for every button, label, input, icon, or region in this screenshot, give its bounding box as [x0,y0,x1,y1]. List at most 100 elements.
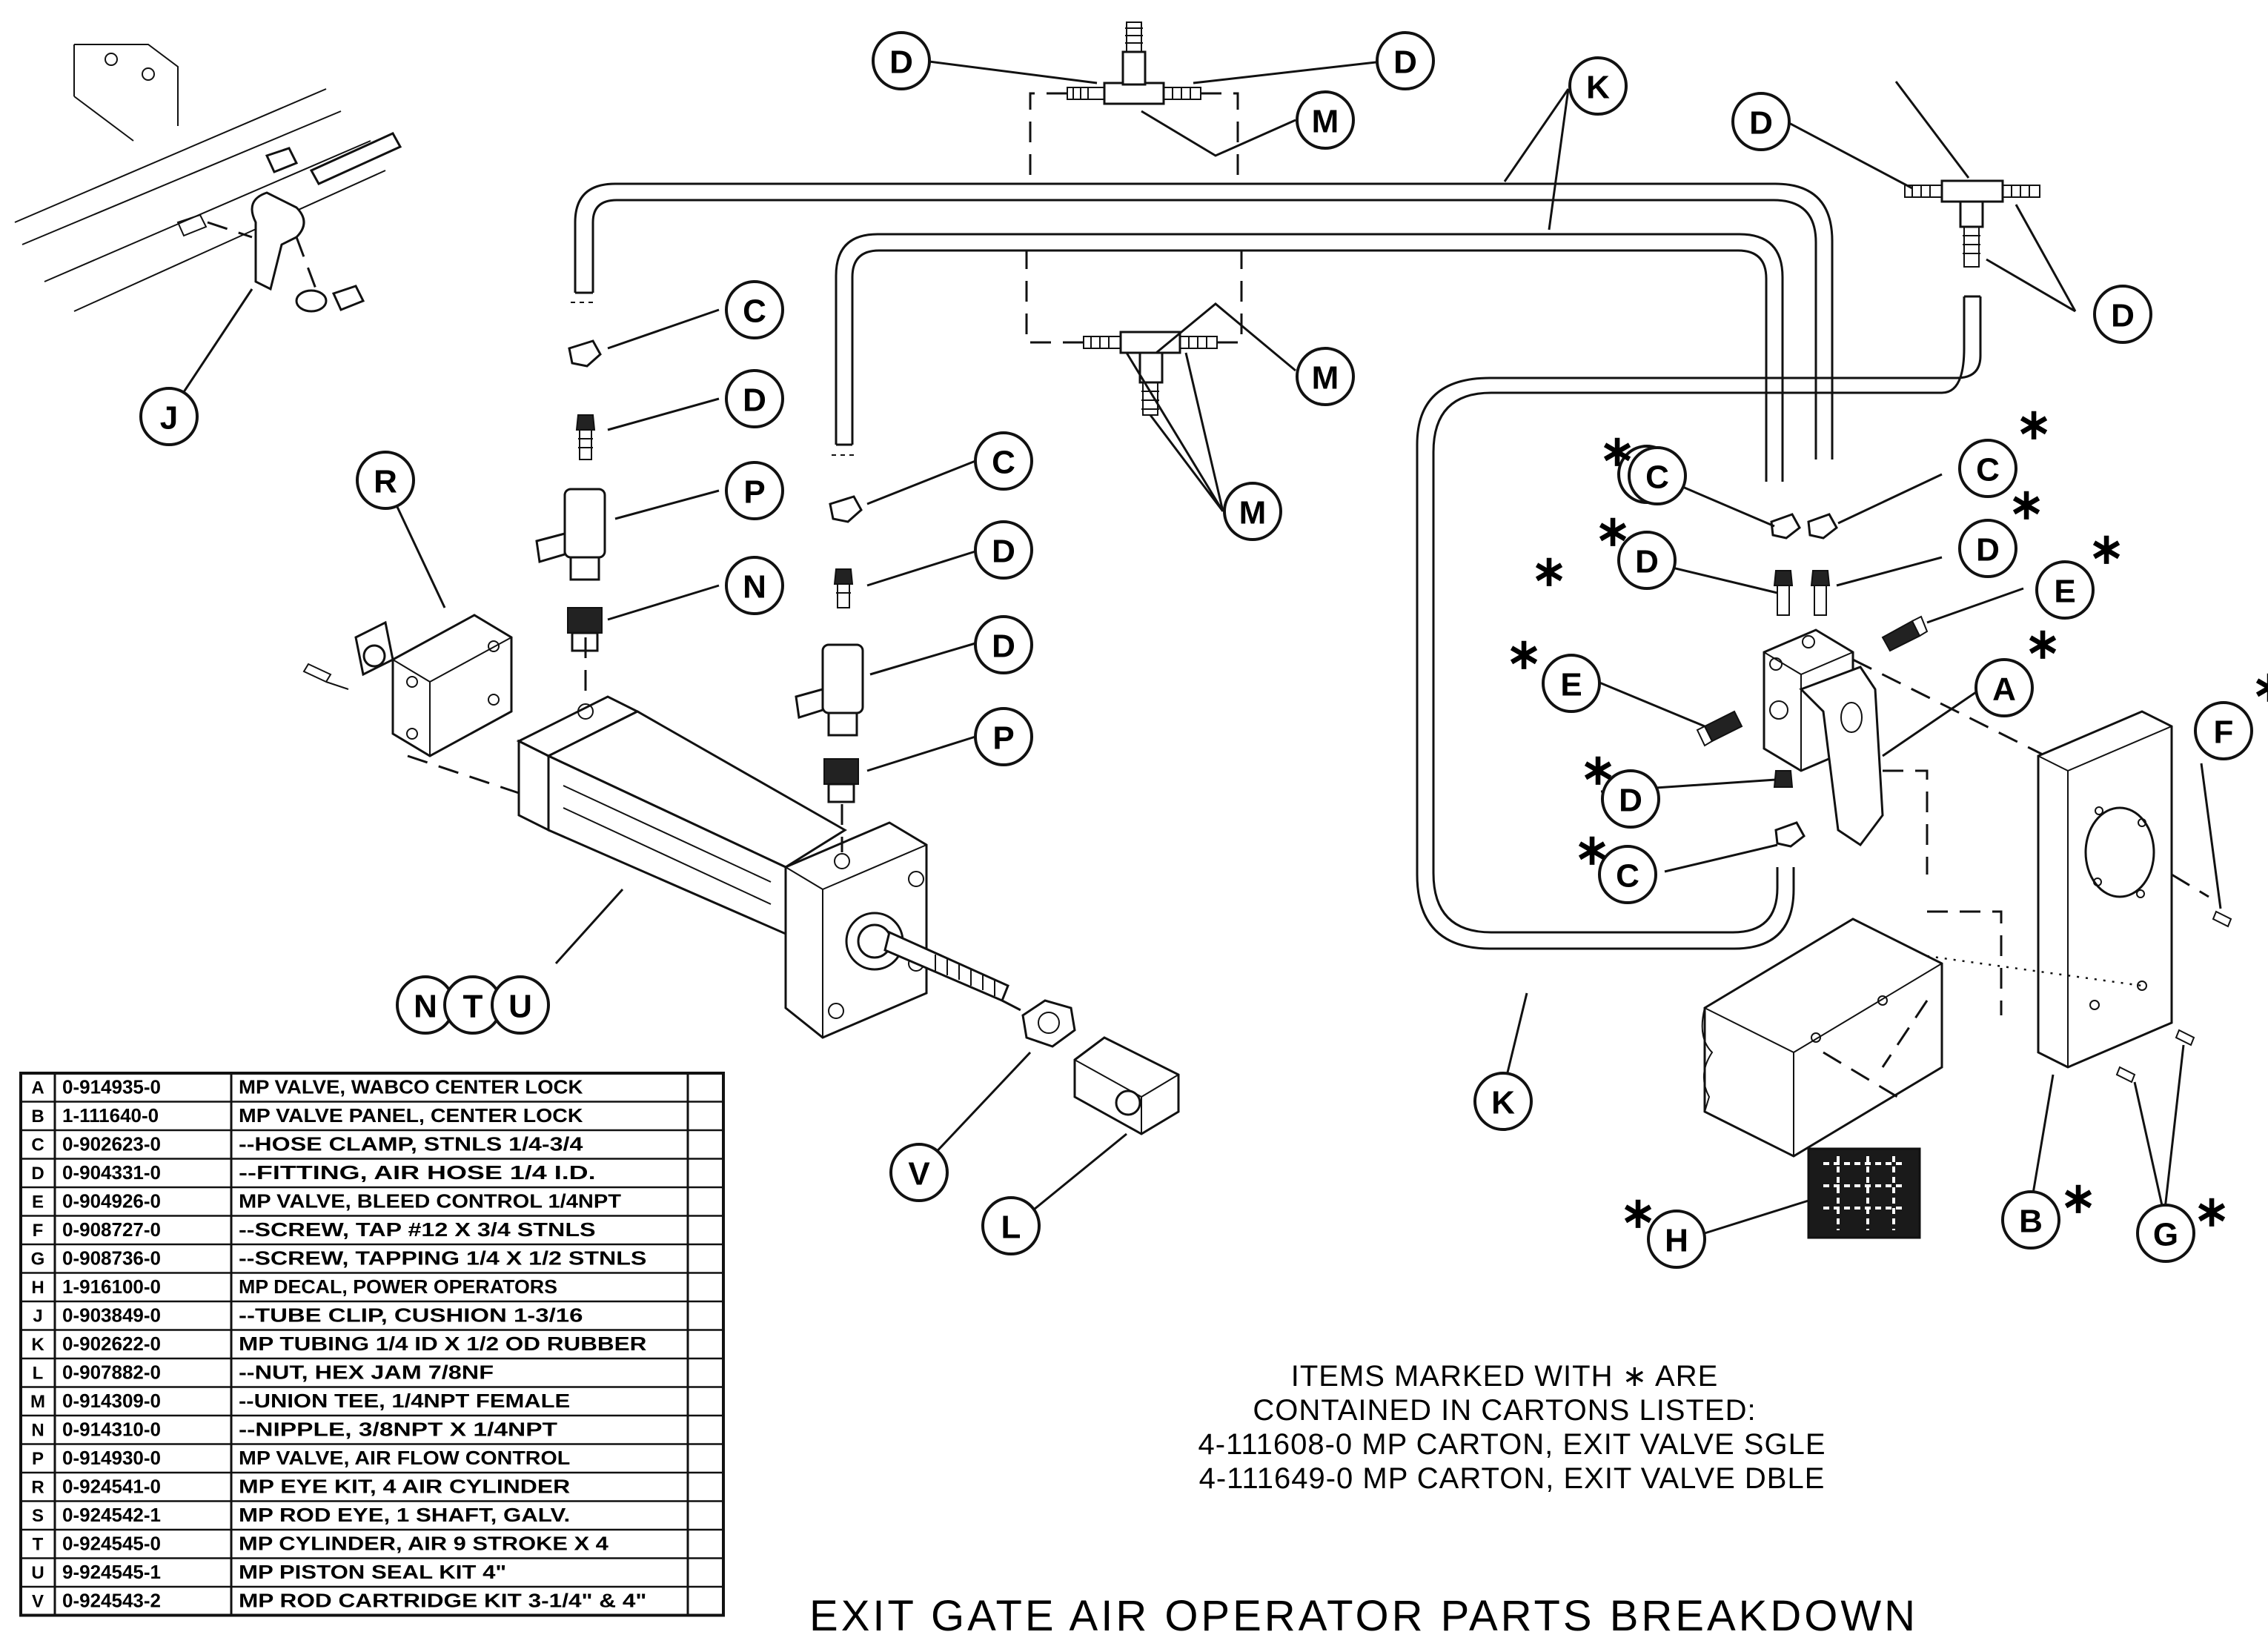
part-number: 1-916100-0 [62,1275,161,1298]
callout-d: D [2093,285,2152,344]
tubing-outer-loop [574,182,1834,459]
union-tee-right [1904,179,2040,268]
callout-circle [1376,31,1435,90]
callout-circle [2194,701,2253,760]
part-number: 0-908736-0 [62,1247,161,1270]
part-number: 1-111640-0 [62,1104,159,1127]
callout-h: H∗ [1620,1189,1706,1269]
callout-letter: B [2019,1204,2043,1240]
callout-letter: J [160,400,178,437]
callout-u: U [491,975,550,1035]
callout-letter: C [1645,459,1669,496]
callout-g: G∗ [2136,1187,2229,1263]
carton-star-marker: ∗ [1599,427,1636,475]
part-number: 0-914930-0 [62,1447,161,1469]
callout-e: E∗ [2035,525,2125,620]
part-letter: P [32,1449,44,1469]
carton-star-marker: ∗ [2089,525,2125,573]
callout-circle [491,975,550,1035]
callout-c: C∗ [1599,427,1687,505]
callout-circle [2093,285,2152,344]
part-letter: R [31,1478,44,1498]
part-description: MP VALVE, BLEED CONTROL 1/4NPT [239,1190,621,1212]
part-letter: B [31,1106,44,1127]
middle-fitting-stack [795,495,864,803]
callout-letter: C [743,293,766,330]
callout-d: D∗ [1580,746,1660,829]
callout-d: D [872,31,931,90]
carton-star-marker: ∗ [2060,1174,2097,1222]
carton-star-marker: ∗ [1595,507,1631,555]
callout-circle [1296,90,1355,150]
part-letter: H [31,1278,44,1298]
callout-a: A∗ [1974,620,2060,717]
part-description: --NIPPLE, 3/8NPT X 1/4NPT [239,1419,557,1441]
carton-star-marker: ∗ [2252,663,2268,711]
callout-c: C∗ [1574,826,1657,904]
callout-circle [1617,531,1677,590]
part-number: 0-914935-0 [62,1076,161,1098]
part-description: MP ROD CARTRIDGE KIT 3-1/4" & 4" [239,1590,646,1612]
part-number: 0-902622-0 [62,1333,161,1355]
callout-letter: D [992,628,1015,665]
callout-letter: D [1393,44,1417,81]
part-letter: V [32,1592,44,1612]
callout-circle [725,280,784,339]
part-letter: N [31,1421,44,1441]
part-description: MP PISTON SEAL KIT 4" [239,1561,506,1583]
callout-c: C∗ [1958,400,2052,498]
callout-letter: C [992,445,1015,481]
part-letter: E [32,1192,44,1212]
carton-star-marker: ∗ [1580,746,1617,794]
part-letter: K [31,1335,44,1355]
drawing-title: EXIT GATE AIR OPERATOR PARTS BREAKDOWN [809,1592,1918,1640]
callout-c: C [974,431,1033,491]
callout-circle [2136,1204,2195,1263]
callout-circle [725,461,784,520]
callout-circle [2001,1190,2060,1250]
callout-circle [974,707,1033,766]
part-description: --UNION TEE, 1/4NPT FEMALE [239,1390,570,1412]
part-letter: T [33,1535,44,1555]
callout-m: M [1296,347,1355,406]
callout-letter: G [2153,1217,2178,1253]
callout-letter: U [508,989,532,1025]
part-number: 0-914309-0 [62,1390,161,1412]
note-line-3: 4-111608-0 MP CARTON, EXIT VALVE SGLE [1198,1428,1826,1461]
carton-star-marker: ∗ [1620,1189,1657,1237]
callout-d: D [974,615,1033,674]
part-letter: F [33,1221,44,1241]
part-description: --HOSE CLAMP, STNLS 1/4-3/4 [239,1133,583,1155]
callout-d: D∗ [1958,480,2044,578]
callout-letter: A [1992,671,2016,708]
callout-circle [872,31,931,90]
part-number: 0-907882-0 [62,1361,161,1384]
callout-t: T [443,975,503,1035]
tubing-right-loop [1416,296,1982,950]
part-number: 0-904926-0 [62,1190,161,1212]
part-letter: J [33,1307,42,1327]
part-letter: D [31,1164,44,1184]
part-description: --NUT, HEX JAM 7/8NF [239,1361,494,1384]
callout-bubbles: DDMKMDDJCDPNRMDCDPNTUVLSC∗D∗E∗D∗C∗C∗D∗E∗… [139,31,2268,1269]
callout-circle [1647,1210,1706,1269]
part-description: MP ROD EYE, 1 SHAFT, GALV. [239,1504,570,1526]
rod-eye [1073,1036,1180,1135]
callout-circle [974,520,1033,580]
callout-d: D [725,369,784,428]
callout-letter: C [1616,858,1639,895]
callout-letter: M [1312,104,1339,140]
